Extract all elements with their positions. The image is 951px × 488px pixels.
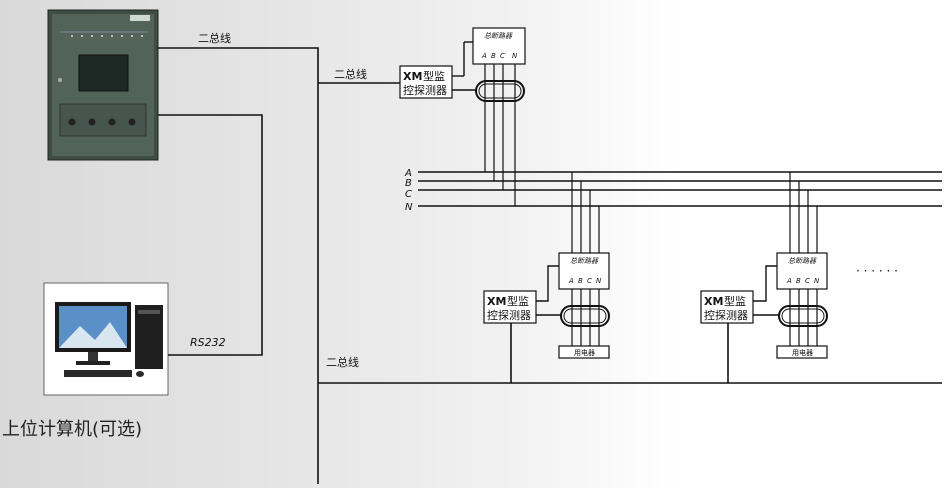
bus-label-mid: 二总线 [334, 67, 367, 81]
branch-1-load-label: 用电器 [574, 348, 595, 357]
svg-text:N: N [512, 52, 518, 60]
branch-2-detector-line1: 型监 [724, 294, 746, 308]
branch-2-current-transformer [778, 305, 828, 327]
svg-text:A: A [568, 277, 574, 285]
bus-label-top: 二总线 [198, 31, 231, 45]
branch-2-breaker-title: 总断路器 [788, 257, 817, 265]
svg-text:N: N [814, 277, 820, 285]
branch-2-detector-line2: 控探测器 [704, 308, 748, 322]
main-detector-bold: XM [403, 70, 422, 83]
branch-1-breaker-title: 总断路器 [570, 257, 599, 265]
svg-text:A: A [481, 52, 487, 60]
svg-text:C: C [805, 277, 810, 285]
phase-n-label: N [405, 202, 413, 213]
host-computer [43, 282, 169, 396]
branch-2-load-label: 用电器 [792, 348, 813, 357]
main-feed [452, 27, 526, 206]
panel-nameplate [130, 15, 150, 21]
panel-display-screen [78, 54, 129, 92]
phase-b-label: B [405, 178, 412, 189]
branch-1-breaker [558, 252, 610, 290]
panel-lock-icon [58, 78, 62, 82]
phase-a-label: A [404, 168, 412, 179]
branch-1-detector-box [483, 290, 537, 324]
branch-1-detector-line2: 控探测器 [487, 308, 531, 322]
svg-text:C: C [587, 277, 592, 285]
main-breaker [472, 27, 526, 65]
branch-1-load [558, 345, 610, 359]
svg-text:C: C [500, 52, 505, 60]
phase-c-label: C [405, 189, 412, 200]
panel-switches [68, 118, 136, 126]
branch-2-detector-box [700, 290, 754, 324]
main-breaker-title: 总断路器 [484, 32, 513, 40]
svg-text:B: B [578, 277, 583, 285]
bus-lines [158, 47, 942, 484]
main-current-transformer [475, 80, 525, 102]
branch-2-load [776, 345, 828, 359]
branch-2-detector-bold: XM [704, 295, 723, 308]
branch-1-current-transformer [560, 305, 610, 327]
continuation-ellipsis: · · · · · · [856, 264, 898, 278]
control-panel [47, 9, 159, 161]
pc-tower [135, 305, 163, 369]
branch-2 [753, 172, 828, 359]
phase-lines [418, 171, 942, 207]
svg-text:B: B [491, 52, 496, 60]
main-detector-box [399, 65, 453, 99]
svg-text:B: B [796, 277, 801, 285]
bus-label-bottom: 二总线 [326, 355, 359, 369]
branch-2-breaker [776, 252, 828, 290]
rs232-label: RS232 [190, 336, 226, 349]
svg-text:N: N [596, 277, 602, 285]
branch-1-detector-bold: XM [487, 295, 506, 308]
main-detector-line2: 控探测器 [403, 83, 447, 97]
branch-1 [536, 172, 610, 359]
main-detector-line1: 型监 [423, 69, 445, 83]
mouse [136, 371, 144, 377]
keyboard [64, 370, 132, 377]
pc-caption: 上位计算机(可选) [2, 419, 143, 440]
branch-1-detector-line1: 型监 [507, 294, 529, 308]
svg-text:A: A [786, 277, 792, 285]
